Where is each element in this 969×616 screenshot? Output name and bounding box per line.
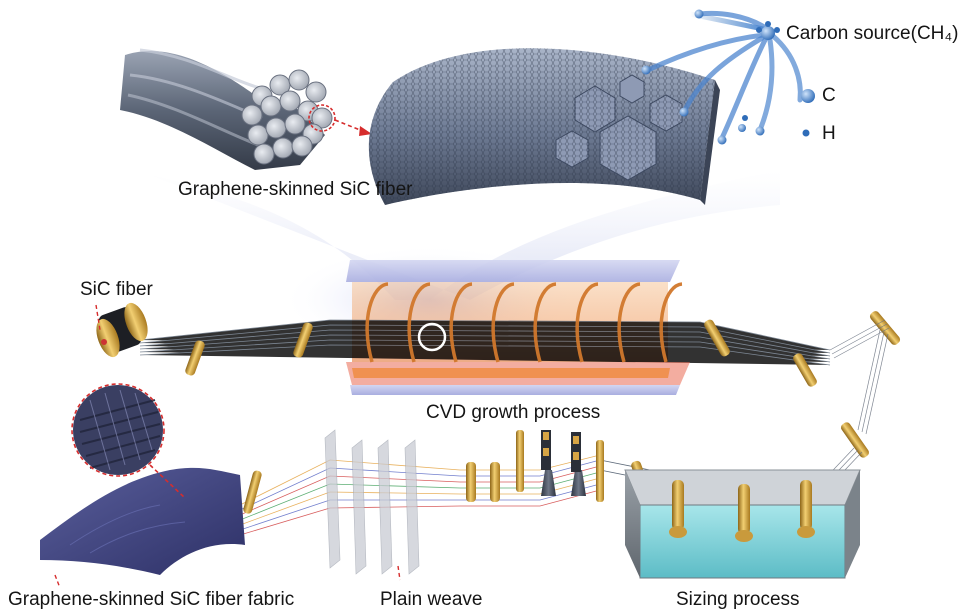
cvd-growth-label: CVD growth process <box>426 402 601 423</box>
loom-shuttles <box>541 430 586 496</box>
carbon-source-gas-rays <box>641 9 803 145</box>
atom-c-icon <box>801 89 815 103</box>
heating-coil-icon <box>365 282 683 363</box>
sizing-tank <box>624 469 861 579</box>
heddle-frames <box>324 429 420 575</box>
zoom-callout-icon <box>71 383 165 477</box>
atom-h-label: H <box>822 123 836 144</box>
spool-icon <box>96 302 148 358</box>
fiber-cross-sections <box>241 69 333 165</box>
weave-threads <box>239 454 651 536</box>
sic-fiber-bundle <box>120 48 372 170</box>
zoom-callout-icon <box>308 104 336 132</box>
plain-weave-label: Plain weave <box>380 589 483 610</box>
fiber-threads-through-furnace <box>139 319 831 366</box>
woven-fabric <box>40 467 245 575</box>
atom-h-icon <box>802 129 810 137</box>
fabric-zoom-callout <box>71 383 186 499</box>
atom-c-label: C <box>822 85 836 106</box>
label-pointers <box>54 304 401 589</box>
carbon-source-label: Carbon source(CH₄) <box>786 23 959 44</box>
graphene-coated-fiber-sheet <box>368 48 720 205</box>
sic-fiber-label: SiC fiber <box>80 279 153 300</box>
cvd-furnace <box>139 260 831 395</box>
sizing-label: Sizing process <box>676 589 800 610</box>
fabric-label: Graphene-skinned SiC fiber fabric <box>8 589 295 610</box>
graphene-skinned-sic-fiber-label: Graphene-skinned SiC fiber <box>178 179 413 200</box>
